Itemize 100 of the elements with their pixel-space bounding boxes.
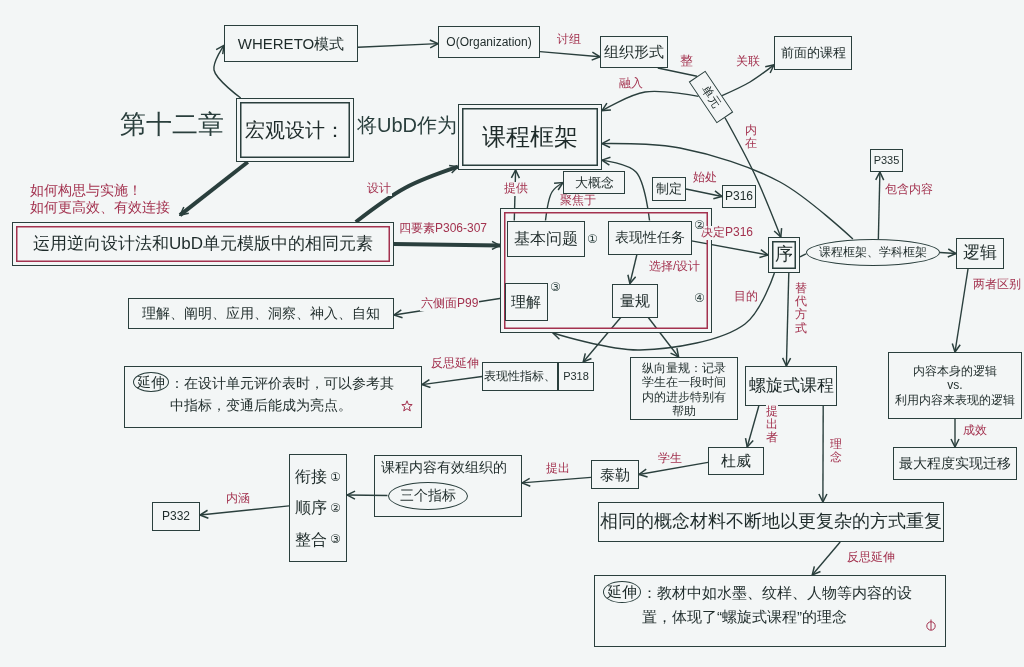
- node-label: 理解、阐明、应用、洞察、神入、自知: [142, 305, 380, 322]
- list-item: 顺序: [295, 498, 328, 518]
- arrow: [521, 476, 592, 487]
- arrow: [781, 272, 792, 367]
- concept-box: [774, 36, 852, 70]
- node-label: 理解: [511, 292, 541, 311]
- arrow: [647, 316, 680, 358]
- arrow: [627, 253, 638, 285]
- list-box: [289, 454, 347, 562]
- arrow: [357, 39, 439, 49]
- node-label: 组织形式: [604, 43, 664, 61]
- arrow: [178, 160, 250, 217]
- node-label: vs.: [947, 378, 963, 393]
- node-label: 表现性指标、: [484, 369, 556, 384]
- edge-label: 理念: [830, 438, 842, 465]
- arrow: [638, 461, 709, 478]
- circled-number: ①: [587, 233, 598, 247]
- heading-box: [236, 98, 354, 162]
- concept-box: [558, 362, 594, 391]
- arrow: [950, 418, 960, 448]
- arrow: [552, 272, 776, 351]
- arrow: [724, 117, 783, 238]
- concept-box: [152, 502, 200, 531]
- circled-number: ③: [330, 532, 341, 547]
- concept-box: [506, 220, 585, 257]
- edge-label: 学生: [657, 452, 683, 466]
- edge-label: 讨组: [556, 33, 582, 47]
- concept-box: [563, 171, 625, 194]
- node-label: 制定: [656, 181, 682, 197]
- concept-box: [374, 455, 522, 517]
- note-box: [594, 575, 946, 647]
- edge-label: 六侧面P99: [420, 297, 480, 311]
- heading-box: [458, 104, 602, 170]
- arrow: [354, 164, 459, 224]
- circled-number: ④: [694, 292, 705, 306]
- question-text: 如何构思与实施！: [30, 182, 142, 199]
- concept-box: [745, 366, 837, 406]
- edge-label: 包含内容: [884, 183, 934, 197]
- concept-box: [708, 447, 764, 475]
- node-label: 三个指标: [399, 487, 456, 504]
- edge-label: 替代方式: [795, 282, 807, 335]
- node-label: WHERETO模式: [237, 34, 345, 53]
- node-label: 单元: [698, 83, 724, 111]
- concept-box: [504, 282, 548, 321]
- edge-label: 反思延伸: [846, 551, 896, 565]
- edge-label: 融入: [618, 77, 644, 91]
- node-label: 课程内容有效组织的: [381, 459, 507, 476]
- concept-box: [598, 502, 944, 542]
- arrow: [951, 268, 969, 353]
- concept-box: [128, 298, 394, 329]
- concept-box: [607, 220, 692, 255]
- node-label: P335: [873, 153, 900, 168]
- edge-label: 选择/设计: [648, 260, 702, 274]
- concept-box: [482, 362, 558, 391]
- node-label: 序: [775, 244, 793, 266]
- arrow: [818, 405, 828, 503]
- arrow: [811, 541, 841, 576]
- edge-label: 内涵: [225, 492, 251, 506]
- arrow: [199, 505, 290, 519]
- node-label: 前面的课程: [780, 45, 846, 61]
- node-label: 运用逆向设计法和UbD单元模版中的相同元素: [33, 233, 373, 255]
- node-label: 相同的概念材料不断地以更复杂的方式重复: [600, 511, 942, 533]
- edge-label: 反思延伸: [430, 357, 480, 371]
- node-label: 课程框架: [482, 122, 578, 152]
- arrow: [582, 316, 622, 363]
- node-label: 课程框架、学科框架: [819, 245, 927, 260]
- arrow: [874, 171, 885, 240]
- note-text: ：教材中如水墨、纹样、人物等内容的设置，体现了“螺旋式课程”的理念: [642, 583, 913, 627]
- node-label: 利用内容来表现的逻辑: [895, 392, 1015, 408]
- node-label: 基本问题: [513, 228, 578, 249]
- concept-box: [611, 283, 658, 318]
- node-label: 宏观设计：: [245, 118, 345, 142]
- edge-label: 两者区别: [972, 278, 1022, 292]
- concept-box: [630, 357, 738, 420]
- circled-number: ③: [550, 281, 561, 295]
- note-box: [124, 366, 422, 428]
- arrow: [685, 188, 723, 200]
- node-label: 表现性任务: [614, 229, 685, 246]
- node-label: 纵向量规：记录学生在一段时间内的进步特别有帮助: [641, 361, 727, 419]
- edge-label: 四要素P306-307: [398, 222, 489, 236]
- node-label: 杜威: [721, 452, 751, 470]
- edge-label: 始处: [692, 171, 718, 185]
- arrow: [601, 90, 700, 112]
- arrow: [721, 64, 775, 97]
- list-item: 衔接: [295, 467, 328, 487]
- arrow: [393, 240, 501, 251]
- heading-box: [12, 222, 394, 266]
- arrow: [939, 248, 957, 258]
- arrow: [421, 375, 483, 389]
- edge-label: 设计: [366, 182, 392, 196]
- heading-box: [768, 237, 800, 273]
- node-label: P316: [725, 189, 753, 204]
- edge-label: 提供: [503, 182, 529, 196]
- concept-box: [888, 352, 1022, 419]
- edge-label: 关联: [735, 55, 761, 69]
- concept-box: [893, 447, 1017, 480]
- connector-line: [657, 67, 698, 77]
- list-item: 整合: [295, 529, 328, 549]
- node-label: P332: [162, 509, 190, 524]
- edge-label: 聚焦于: [559, 194, 597, 208]
